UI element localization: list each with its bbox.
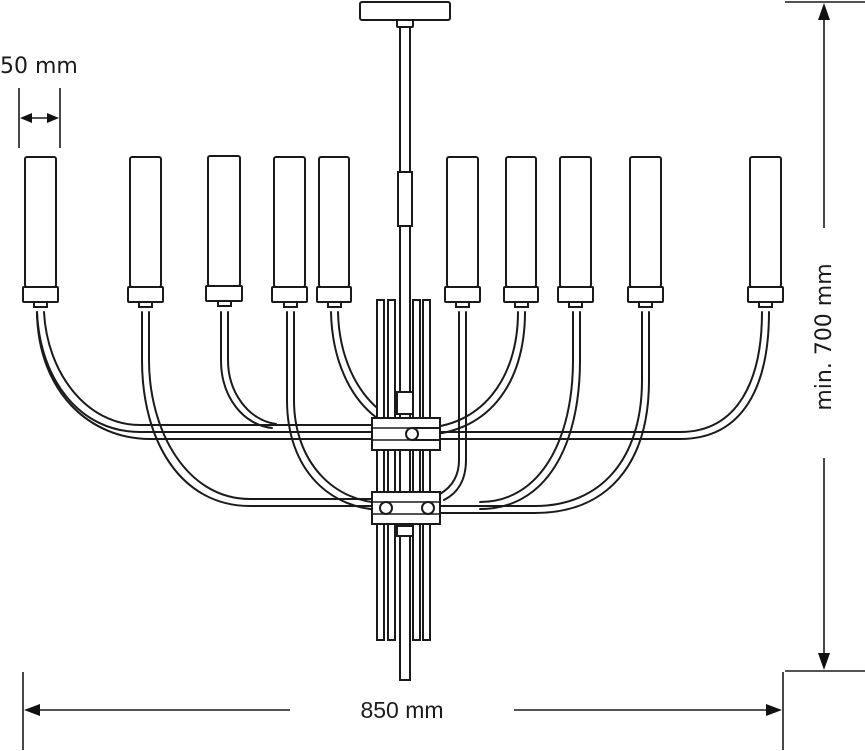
dimension-overall-width: 850 mm xyxy=(22,672,784,750)
lamp-10 xyxy=(747,156,784,308)
lamp-3 xyxy=(205,155,243,307)
upper-bar xyxy=(36,311,770,440)
upper-clamp xyxy=(371,417,441,451)
arm-lamp-9 xyxy=(429,311,650,514)
rod-bundle xyxy=(376,299,431,641)
canopy xyxy=(359,1,451,28)
overall-width-label: 850 mm xyxy=(360,697,443,723)
lamp-4 xyxy=(271,156,308,308)
arm-lamp-7 xyxy=(419,311,526,436)
arms xyxy=(36,311,770,514)
lamp-2 xyxy=(127,156,164,308)
arm-lamp-8 xyxy=(479,311,581,510)
arm-lamp-6 xyxy=(439,311,467,501)
lamp-6 xyxy=(444,156,481,308)
arm-lamp-4 xyxy=(286,311,386,511)
dimension-min-height: min. 700 mm xyxy=(785,1,865,672)
lamp-5 xyxy=(316,156,352,308)
lamp-8 xyxy=(557,156,594,308)
arm-lamp-2 xyxy=(141,311,373,507)
lamp-7 xyxy=(503,156,539,308)
min-height-label: min. 700 mm xyxy=(812,263,837,410)
lamp-1 xyxy=(22,156,59,308)
central-stem xyxy=(396,26,414,681)
shade-diameter-label: 50 mm xyxy=(0,54,78,79)
arm-lamp-3 xyxy=(220,311,277,429)
lower-clamp xyxy=(371,491,441,525)
lamp-9 xyxy=(627,156,664,308)
dimension-shade-diameter: 50 mm xyxy=(0,54,78,148)
lamps xyxy=(22,155,784,308)
arm-lamp-1 xyxy=(36,311,373,440)
arm-lamp-5 xyxy=(330,311,383,419)
